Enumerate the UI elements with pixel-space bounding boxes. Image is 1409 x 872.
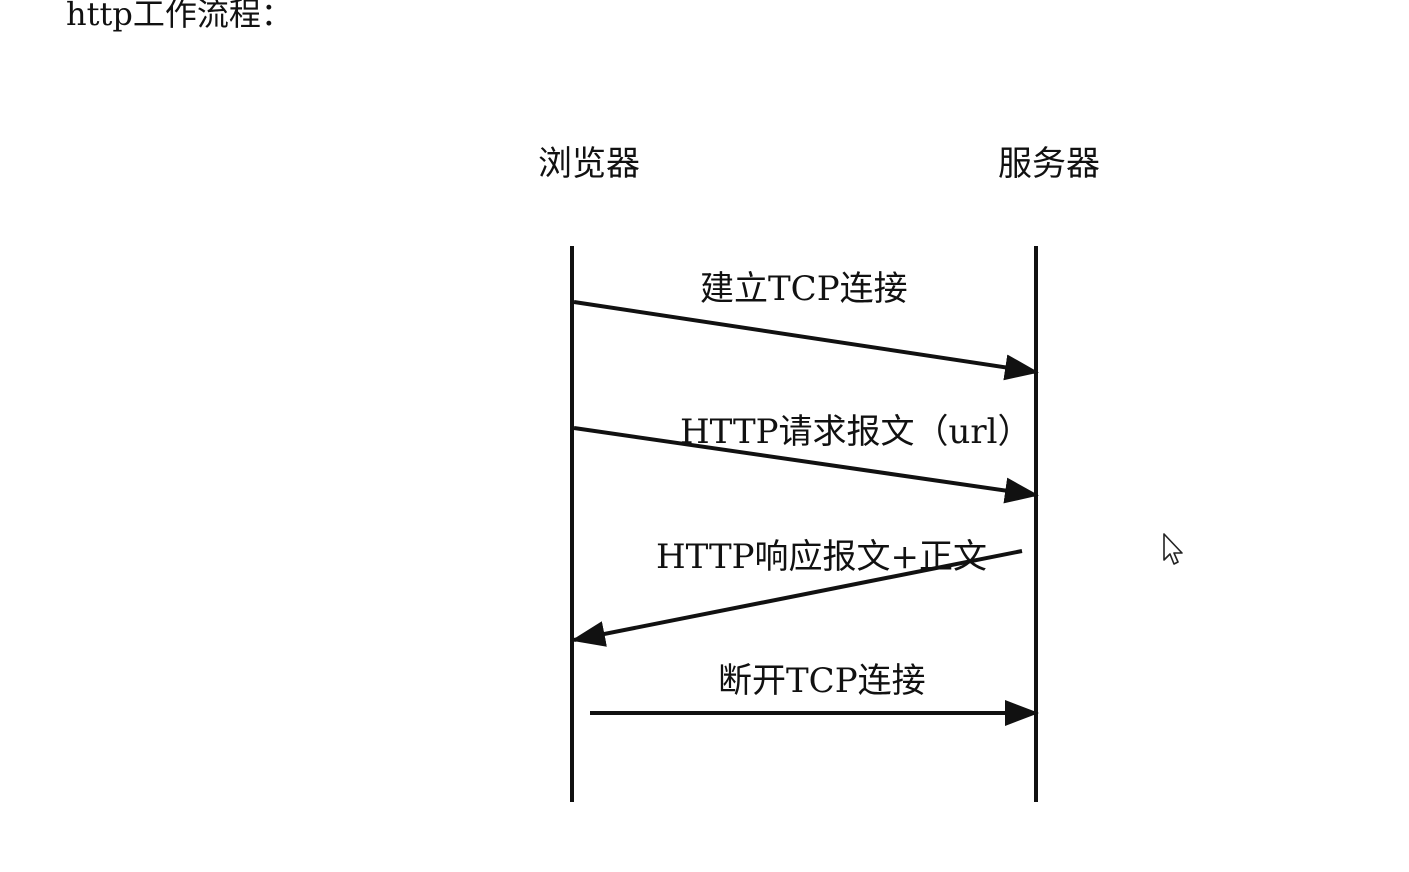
message-arrow-request bbox=[573, 426, 1039, 504]
participant-browser-label: 浏览器 bbox=[538, 144, 640, 184]
mouse-pointer-icon bbox=[1163, 533, 1183, 565]
message-arrow-response bbox=[571, 549, 1023, 647]
page-heading: http工作流程： bbox=[66, 0, 293, 33]
message-label-request: HTTP请求报文（url） bbox=[680, 412, 1032, 452]
message-arrow-connect bbox=[573, 300, 1039, 381]
message-label-response: HTTP响应报文+正文 bbox=[656, 537, 988, 577]
message-label-connect: 建立TCP连接 bbox=[700, 269, 908, 309]
message-label-disconnect: 断开TCP连接 bbox=[718, 661, 926, 701]
participant-server-label: 服务器 bbox=[998, 144, 1100, 184]
